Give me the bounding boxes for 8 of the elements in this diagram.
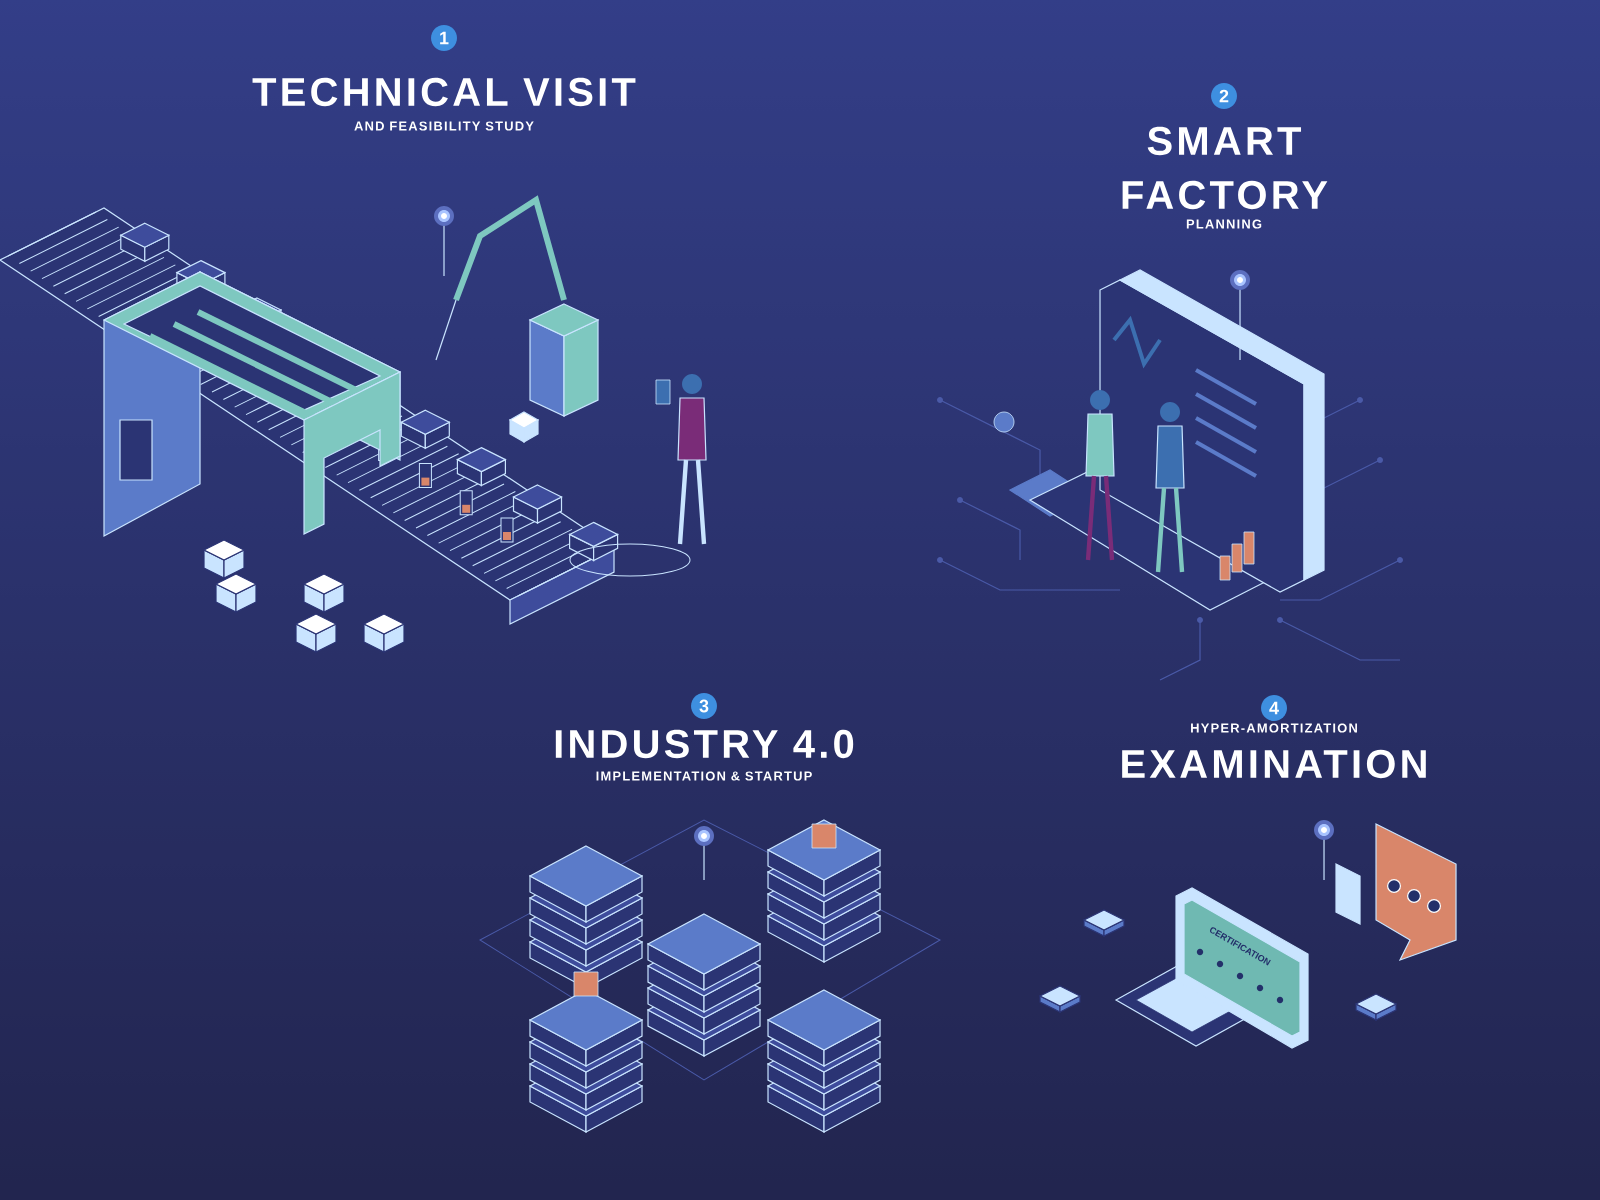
step-number-badge: 1 — [431, 25, 457, 51]
step-number-badge: 2 — [1211, 83, 1237, 109]
step-title: INDUSTRY 4.0 — [555, 729, 854, 759]
step-number-badge: 4 — [1261, 695, 1287, 721]
step-title: TECHNICAL VISIT — [252, 77, 636, 107]
step-number-badge: 3 — [691, 693, 717, 719]
step-title: SMART FACTORY — [1122, 126, 1328, 210]
step-title: EXAMINATION — [1122, 749, 1426, 779]
